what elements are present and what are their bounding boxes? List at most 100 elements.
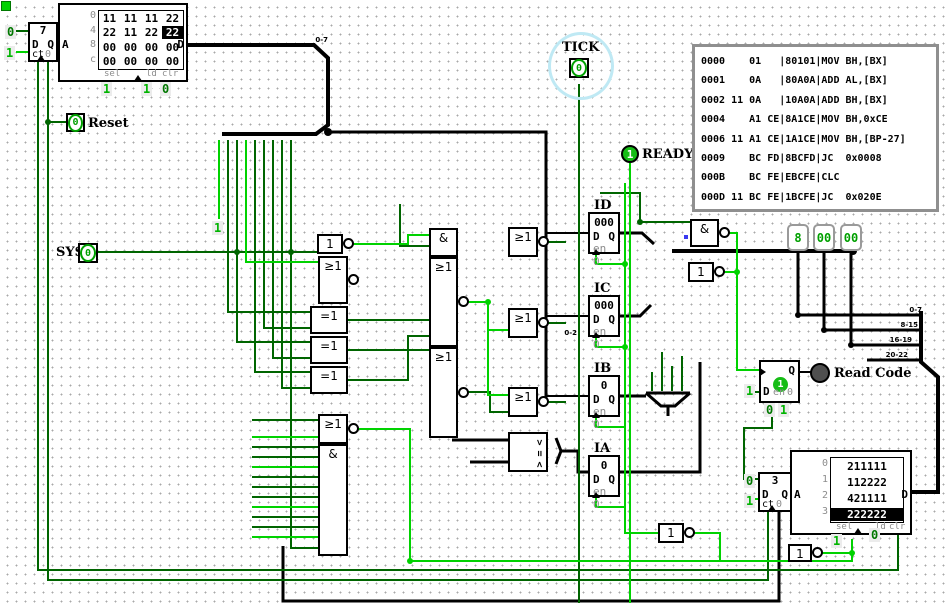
wire-value-tag: 0 (5, 25, 17, 39)
signal-wire (281, 140, 310, 389)
memory-cell[interactable]: 11 (123, 11, 138, 25)
or-gate[interactable]: ≥1 (508, 387, 538, 417)
xor-gate[interactable]: =1 (310, 336, 348, 364)
and-gate[interactable]: & (429, 228, 458, 257)
register-value: 0 (600, 379, 608, 392)
memory-cell[interactable]: 00 (123, 55, 138, 69)
bus-range-label: 16-19 (889, 336, 912, 344)
or-gate[interactable]: ≥1 (508, 227, 538, 257)
clock-triangle-icon (37, 55, 45, 61)
or-gate[interactable]: ≥1 (508, 308, 538, 338)
signal-wire (595, 254, 625, 265)
invert-bubble-icon (458, 386, 469, 398)
tick-input[interactable]: 0 (569, 58, 589, 78)
and-gate[interactable]: & (690, 219, 719, 247)
junction-dot (288, 249, 294, 255)
pin-d: D (901, 488, 908, 501)
memory-cell[interactable]: 112222 (847, 475, 887, 489)
memory-cell[interactable]: 11 (102, 11, 117, 25)
junction-dot (324, 128, 332, 136)
memory-cell[interactable]: 22 (162, 26, 183, 40)
gate-label: & (438, 231, 449, 245)
memory-cell[interactable]: 421111 (847, 491, 887, 505)
reset-input[interactable]: 0 (66, 113, 85, 132)
register-value: 000 (594, 299, 614, 312)
memory-addr: 3 (821, 506, 828, 517)
memory-cell[interactable]: 00 (165, 55, 180, 69)
not-gate[interactable]: 1 (688, 262, 714, 282)
listing-row: 000B BC FE|EBCFE|CLC (701, 172, 840, 184)
ready-label: READY (642, 147, 694, 162)
wire-value-tag: 1 (212, 221, 224, 235)
pin-d: D (593, 230, 600, 243)
xor-gate[interactable]: =1 (310, 366, 348, 394)
instruction-listing: 0000 01 |80101|MOV BH,[BX]0001 0A |80A0A… (692, 44, 939, 212)
gate-label: =1 (320, 309, 338, 323)
junction-dot (485, 299, 491, 305)
memory-cell[interactable]: 00 (102, 55, 117, 69)
memory-cell[interactable]: 00 (123, 40, 138, 54)
memory-addr: 1 (821, 474, 828, 485)
ld-label: ld (875, 522, 886, 532)
or-gate[interactable]: ≥1 (318, 256, 348, 304)
signal-wire (600, 192, 690, 223)
clock-triangle-icon (592, 332, 600, 338)
gate-label: ≥1 (434, 350, 453, 364)
not-gate[interactable]: 1 (317, 234, 343, 254)
memory-cell[interactable]: 11 (144, 11, 159, 25)
clock-triangle-icon (854, 528, 862, 534)
program-counter[interactable]: 7 D Q ct 0 (28, 22, 58, 62)
memory-cell[interactable]: 11 (123, 26, 138, 40)
sel-label: sel (836, 522, 853, 532)
memory-cell[interactable]: 00 (102, 40, 117, 54)
sys-value: 0 (80, 244, 96, 262)
memory-cell[interactable]: 00 (165, 40, 180, 54)
memory-cell[interactable]: 00 (144, 40, 159, 54)
read-code-button[interactable] (810, 363, 830, 383)
signal-wire (47, 62, 769, 581)
or-gate[interactable]: ≥1 (318, 414, 348, 444)
wire-value-tag: 1 (141, 82, 153, 96)
register-value: 0 (600, 459, 608, 472)
gate-label: ≥1 (434, 260, 453, 274)
pin-q: Q (608, 473, 615, 486)
clock-triangle-icon (134, 75, 142, 81)
comparator[interactable]: > = < (508, 432, 548, 472)
or-gate[interactable]: ≥1 (429, 257, 458, 347)
read-code-flipflop[interactable]: Q 1 D en 0 (759, 360, 800, 403)
junction-dot (821, 327, 827, 333)
bus-range-label: 0-7 (315, 36, 328, 44)
pin-d: D (593, 473, 600, 486)
reset-value: 0 (68, 113, 83, 132)
micro-counter[interactable]: 3 D Q ct 0 (758, 472, 792, 512)
signal-wire (595, 417, 625, 428)
memory-cell[interactable]: 22 (102, 26, 117, 40)
memory-cell[interactable]: 222222 (831, 507, 903, 521)
memory-cell[interactable]: 22 (144, 26, 159, 40)
memory-grid[interactable]: 211111 112222 421111 222222 (830, 457, 904, 523)
memory-cell[interactable]: 211111 (847, 459, 887, 473)
pin-a: A (62, 38, 69, 51)
and-gate[interactable]: & (318, 444, 348, 556)
tick-label: TICK (562, 40, 600, 55)
memory-cell[interactable]: 00 (144, 55, 159, 69)
memory-cell[interactable]: 22 (165, 11, 180, 25)
gate-label: 1 (796, 547, 804, 561)
floating-pin-dot (684, 235, 688, 239)
xor-gate[interactable]: =1 (310, 306, 348, 334)
pin-d: D (593, 313, 600, 326)
or-gate[interactable]: ≥1 (429, 347, 458, 438)
sys-input[interactable]: 0 (78, 243, 98, 263)
clock-pin-icon[interactable] (1, 1, 11, 11)
not-gate[interactable]: 1 (658, 523, 684, 543)
bus-wire (620, 303, 653, 318)
not-gate[interactable]: 1 (788, 544, 812, 562)
